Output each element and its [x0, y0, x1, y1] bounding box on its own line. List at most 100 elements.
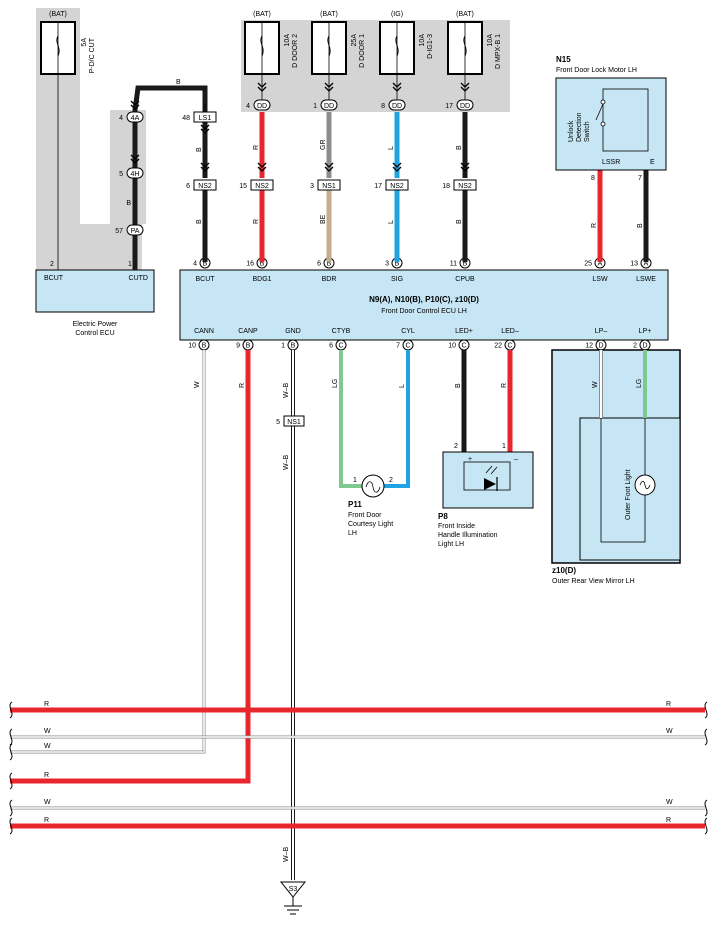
fuse-source-label: (BAT): [320, 11, 338, 18]
junction-zone-left: [110, 110, 146, 224]
connector-code: NS2: [255, 183, 269, 190]
switch-contact-icon: [600, 99, 606, 105]
pin-name: CPUB: [455, 276, 475, 283]
pin-num: 6: [186, 183, 190, 190]
connector-ns1-ground: NS1 5: [276, 415, 305, 427]
break-icon: [704, 817, 708, 835]
wire-color-label: R: [239, 383, 246, 388]
pin-num: 3: [385, 261, 389, 268]
lamp-name: Outer Foot Light: [625, 469, 632, 520]
handle-illumination-light: 2 1 + – P8 Front Inside Handle Illuminat…: [438, 443, 534, 548]
switch-label: Switch: [584, 121, 591, 142]
wire-color-label: L: [388, 220, 395, 224]
fuse-source-label: (BAT): [49, 11, 67, 18]
break-icon: [704, 799, 708, 817]
wire-color-label: B: [456, 219, 463, 224]
pin-letter: D: [642, 343, 647, 350]
pin-num: 57: [115, 228, 123, 235]
pin-num: 17: [445, 103, 453, 110]
connector-code: DD: [460, 103, 470, 110]
ecu-title: N9(A), N10(B), P10(C), z10(D): [369, 295, 479, 304]
pin-num: 1: [313, 103, 317, 110]
pin-num: 4: [119, 115, 123, 122]
pin-num: 9: [236, 343, 240, 350]
electric-power-control-ecu: BCUT CUTD 2 1 Electric Power Control ECU: [35, 261, 155, 337]
break-icon: [704, 701, 708, 719]
terminal-chevron-icon: [324, 166, 334, 172]
pin-num: 1: [281, 343, 285, 350]
pin-num: 2: [454, 443, 458, 450]
fuse-amp: 10A: [487, 34, 494, 47]
pin-name: BDG1: [252, 276, 271, 283]
fuse-amp: 25A: [351, 34, 358, 47]
wire-color-label: R: [44, 817, 49, 824]
ground-s3: S3: [279, 881, 307, 915]
switch-label: Detection: [576, 112, 583, 142]
wire-color-label: BE: [320, 214, 327, 224]
wire-color-label: R: [501, 383, 508, 388]
switch-label: Unlock: [568, 120, 575, 142]
component-name: Light LH: [438, 541, 464, 548]
wire-color-label: R: [666, 817, 671, 824]
break-icon: [9, 799, 13, 817]
fuse-name: D DOOR 1: [359, 34, 366, 68]
bus-line: R: [9, 772, 248, 790]
pin-num: 7: [396, 343, 400, 350]
pin-name: LSSR: [602, 159, 620, 166]
wire-color-label: B: [126, 200, 131, 207]
pin-name: SIG: [391, 276, 403, 283]
connector-code: 4H: [131, 171, 140, 178]
wire-color-label: W: [666, 728, 673, 735]
pin-name: LP–: [595, 328, 608, 335]
pin-name: CANN: [194, 328, 214, 335]
wire-color-label: R: [253, 219, 260, 224]
fuse-icon: [463, 35, 467, 57]
connector-code: NS1: [287, 419, 301, 426]
wire-color-label: GR: [320, 140, 327, 151]
pin-letter: D: [598, 343, 603, 350]
pin-num: 6: [329, 343, 333, 350]
fuse-name: D MPX-B 1: [495, 34, 502, 69]
connector-code: NS1: [322, 183, 336, 190]
wire-cann: W: [10, 350, 206, 754]
fuse-name: P-D/C CUT: [89, 37, 96, 73]
pin-letter: B: [260, 261, 265, 268]
wire-color-label: W: [44, 799, 51, 806]
pin-num: 4: [193, 261, 197, 268]
bulb-icon: [639, 480, 651, 490]
connector-code: 4A: [131, 115, 140, 122]
terminal-chevron-icon: [200, 124, 210, 130]
terminal-chevron-icon: [257, 86, 267, 92]
pin-num: 5: [119, 171, 123, 178]
wire-color-label: W–B: [283, 455, 290, 471]
pin-num: 5: [276, 419, 280, 426]
pin-name: CYL: [401, 328, 415, 335]
wire-color-label: L: [388, 146, 395, 150]
break-icon: [704, 728, 708, 746]
terminal-chevron-icon: [130, 158, 140, 164]
pin-letter: C: [461, 343, 466, 350]
pin-letter: B: [463, 261, 468, 268]
fuse-icon: [395, 35, 399, 57]
pin-name: LP+: [639, 328, 652, 335]
pin-num: 2: [50, 261, 54, 268]
wire-color-label: W–B: [283, 383, 290, 399]
terminal-chevron-icon: [460, 86, 470, 92]
wire-color-label: R: [44, 772, 49, 779]
break-icon: [9, 772, 13, 790]
wire-color-label: B: [196, 219, 203, 224]
fuse-icon: [327, 35, 331, 57]
component-name: Front Door: [348, 512, 382, 519]
terminal-chevron-icon: [257, 166, 267, 172]
terminal-chevron-icon: [130, 100, 140, 106]
wire-led-plus: B: [455, 350, 467, 452]
pin-letter: B: [395, 261, 400, 268]
connector-code: LS1: [199, 115, 212, 122]
terminal-chevron-icon: [324, 162, 334, 168]
